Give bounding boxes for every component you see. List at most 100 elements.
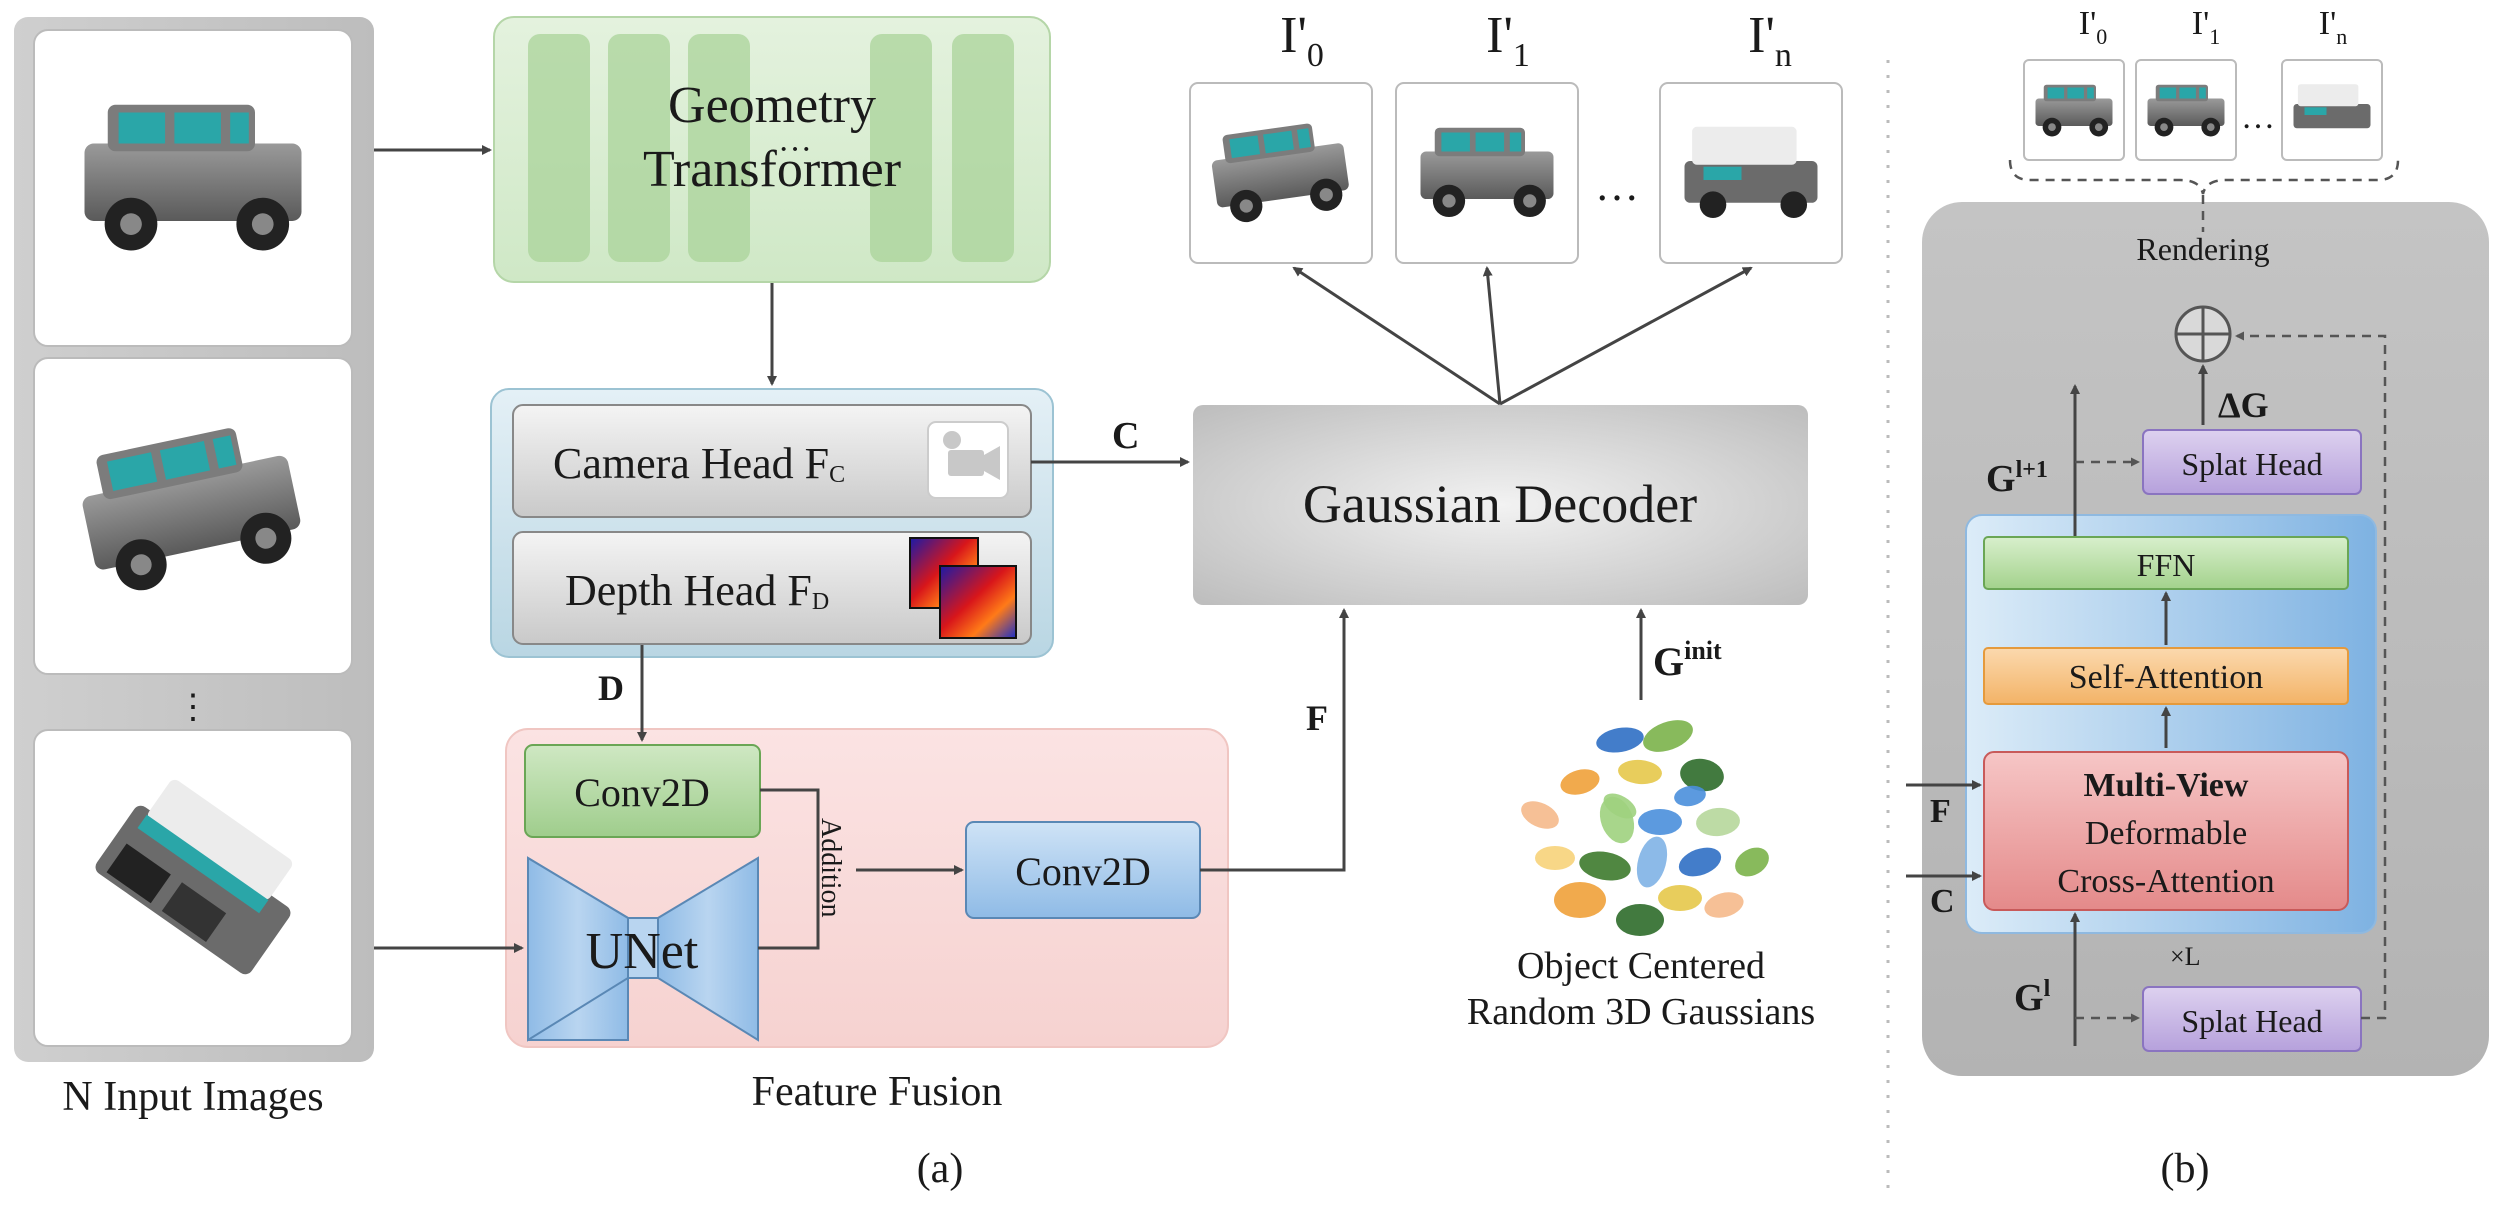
gaussian-ellipse	[1603, 793, 1637, 819]
caption-b: (b)	[2161, 1146, 2210, 1192]
gaussian-ellipse	[1579, 851, 1631, 881]
delta-g-label: ΔG	[2218, 385, 2269, 425]
repeat-label: ×L	[2170, 942, 2201, 971]
svg-text:Depth Head FD: Depth Head FD	[565, 566, 829, 615]
gaussian-ellipse	[1704, 892, 1744, 918]
splat-head-bottom-label: Splat Head	[2181, 1003, 2322, 1039]
input-image-n	[33, 729, 353, 1047]
gaussians-label-line2: Random 3D Gaussians	[1467, 991, 1815, 1033]
depth-head-label: Depth Head F	[565, 566, 812, 615]
panel-b-output-label-n: I'n	[2319, 5, 2347, 49]
conv2d-depth: Conv2D	[524, 744, 761, 838]
gaussian-ellipse	[1521, 801, 1559, 829]
output-image-0	[1189, 82, 1373, 264]
panel-b-output-n	[2281, 59, 2383, 161]
input-ellipsis: ⋮	[176, 689, 210, 726]
gaussian-ellipse	[1680, 758, 1724, 792]
gaussian-ellipse	[1618, 759, 1662, 785]
splat-head-top-label: Splat Head	[2181, 446, 2322, 482]
depth-map-icon	[909, 537, 1017, 639]
ffn-label: FFN	[2137, 547, 2196, 583]
panel-b-output-label-0: I'0	[2079, 5, 2107, 49]
gaussian-ellipse	[1560, 769, 1600, 795]
panel-a-connectors	[374, 145, 1753, 953]
input-images-label: N Input Images	[62, 1074, 323, 1120]
random-3d-gaussians: Object Centered Random 3D Gaussians	[1467, 720, 1815, 1033]
panel-b-f-label: F	[1930, 793, 1951, 830]
mvdca-label-line2: Deformable	[2085, 815, 2247, 852]
input-image-1	[33, 29, 353, 347]
depth-head: Depth Head FD	[512, 531, 1032, 645]
camera-head-sub: C	[829, 462, 845, 488]
gaussian-ellipse	[1678, 847, 1722, 877]
self-attention-label: Self-Attention	[2069, 659, 2264, 696]
panel-b-output-0	[2023, 59, 2125, 161]
rendering-label: Rendering	[2136, 231, 2269, 267]
caption-a: (a)	[917, 1146, 964, 1192]
gaussian-ellipse	[1735, 847, 1769, 877]
conv2d-fused-label: Conv2D	[1015, 849, 1151, 894]
gaussian-ellipse	[1638, 809, 1682, 835]
transformer-dots: ···	[778, 131, 812, 168]
output-label-0: I'0	[1280, 7, 1324, 74]
geometry-transformer-title-line2: Transformer	[643, 141, 901, 198]
splat-head-bottom: Splat Head	[2142, 986, 2362, 1052]
depth-edge-label: D	[598, 668, 624, 708]
video-camera-icon	[927, 421, 1009, 499]
geometry-transformer-title-line1: Geometry	[668, 77, 876, 134]
depth-head-sub: D	[812, 589, 829, 615]
gaussian-ellipse	[1554, 882, 1606, 918]
gaussian-ellipse	[1636, 836, 1668, 888]
output-ellipsis: …	[1595, 161, 1639, 210]
g-init-edge-label: Ginit	[1653, 636, 1722, 684]
camera-edge-label: C	[1112, 415, 1139, 457]
feature-fusion-label: Feature Fusion	[752, 1069, 1003, 1115]
mvdca-label-line1: Multi-View	[2084, 767, 2249, 804]
sum-node-icon	[2174, 305, 2232, 363]
panel-b-output-label-1: I'1	[2192, 5, 2220, 49]
addition-label: Addition	[815, 818, 846, 918]
gaussian-decoder-label: Gaussian Decoder	[1303, 474, 1697, 534]
output-image-n	[1659, 82, 1843, 264]
panel-b-output-1	[2135, 59, 2237, 161]
camera-head-label: Camera Head F	[553, 439, 829, 488]
outputs-brace	[2008, 159, 2400, 195]
output-label-n: I'n	[1748, 7, 1792, 74]
multi-view-deformable-cross-attention-block: Multi-View Deformable Cross-Attention	[1983, 751, 2349, 911]
panel-b-output-ellipsis: …	[2241, 99, 2275, 136]
gaussians-label-line1: Object Centered	[1517, 945, 1765, 987]
output-renders: I'0 I'1 I'n …	[1189, 7, 1843, 264]
feature-edge-label: F	[1306, 698, 1328, 738]
gaussian-blobs	[1521, 720, 1769, 936]
gaussian-ellipse	[1616, 904, 1664, 936]
unet: UNet	[527, 856, 759, 1042]
input-image-2	[33, 357, 353, 675]
gaussian-ellipse	[1535, 846, 1575, 870]
gaussian-ellipse	[1674, 785, 1706, 807]
gaussian-ellipse	[1643, 720, 1693, 752]
g-next-label: Gl+1	[1986, 457, 2048, 500]
svg-text:Camera Head FC: Camera Head FC	[553, 439, 845, 488]
panel-b-c-label: C	[1930, 883, 1955, 920]
camera-head: Camera Head FC	[512, 404, 1032, 518]
unet-label: UNet	[586, 923, 699, 980]
output-label-1: I'1	[1486, 7, 1530, 74]
splat-head-top: Splat Head	[2142, 429, 2362, 495]
gaussian-ellipse	[1696, 807, 1740, 837]
feature-fusion: Conv2D UNet Conv2D Addition Feature Fusi…	[505, 728, 1229, 1115]
panel-b-connectors	[1906, 331, 2387, 1046]
g-l-label: Gl	[2014, 976, 2051, 1019]
gaussian-ellipse	[1658, 885, 1702, 911]
conv2d-fused: Conv2D	[965, 821, 1201, 919]
conv2d-depth-label: Conv2D	[574, 770, 710, 815]
input-images-panel: ⋮ N Input Images	[14, 17, 374, 1120]
geometry-transformer: ··· Geometry Transformer	[493, 16, 1051, 283]
ffn-block: FFN	[1983, 536, 2349, 590]
panel-b: I'0 I'1 I'n … Rendering	[1906, 5, 2489, 1192]
mvdca-label-line3: Cross-Attention	[2057, 863, 2274, 900]
self-attention-block: Self-Attention	[1983, 647, 2349, 705]
prediction-heads: Camera Head FC Depth Head FD	[490, 388, 1054, 658]
output-image-1	[1395, 82, 1579, 264]
gaussian-decoder: Gaussian Decoder	[1193, 405, 1808, 605]
